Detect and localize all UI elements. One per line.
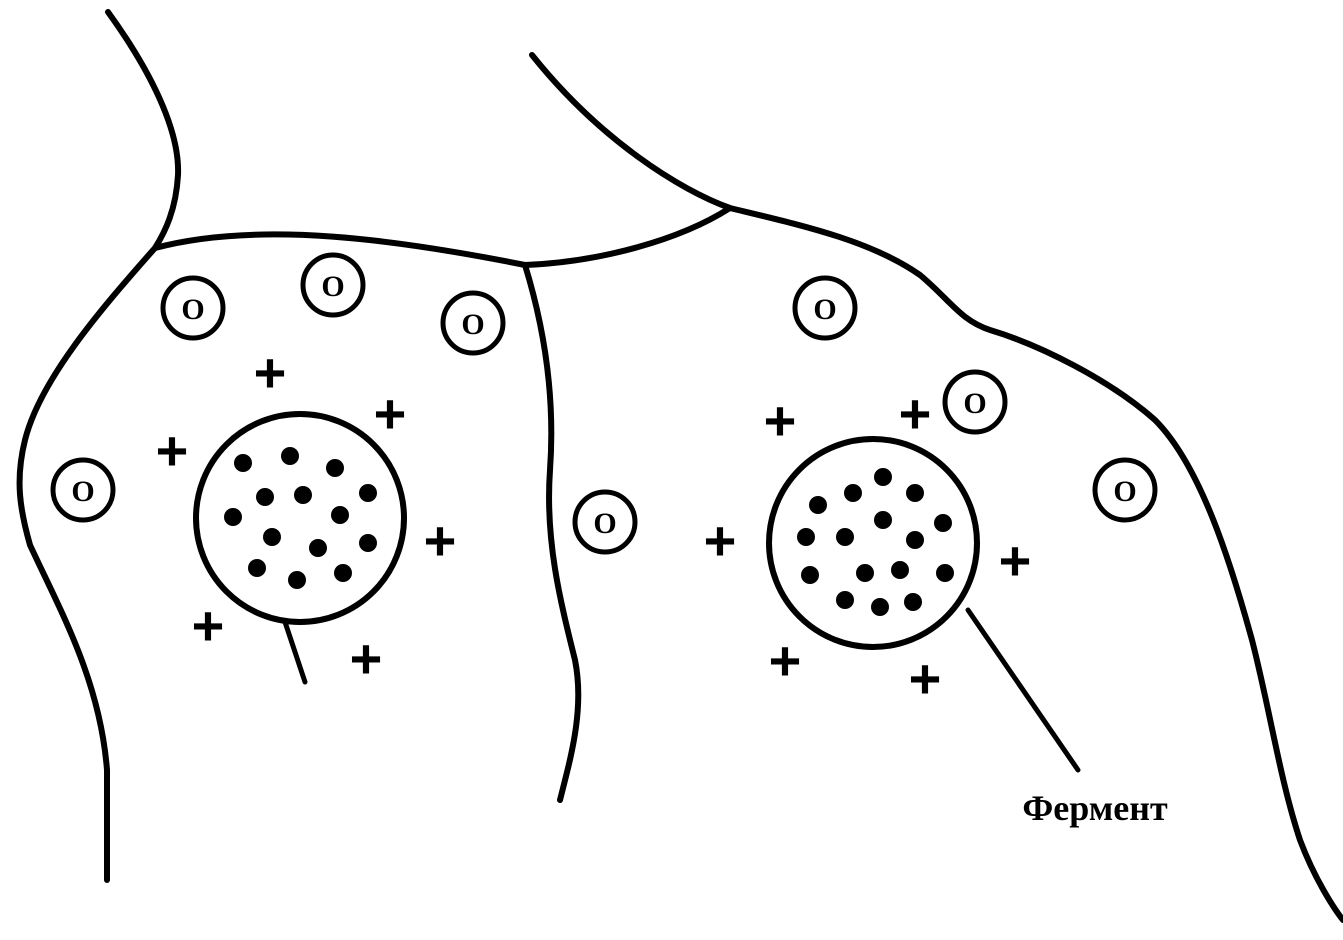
- svg-text:O: O: [593, 507, 616, 540]
- cation-marker: +: [192, 594, 225, 657]
- cation-marker: +: [254, 341, 287, 404]
- cell-divider-boundary: [525, 265, 578, 800]
- anion-marker: O: [1095, 460, 1155, 520]
- left-granule-stalk: [285, 622, 305, 682]
- cation-marker: +: [909, 647, 942, 710]
- cation-marker: +: [704, 509, 737, 572]
- cation-marker: +: [424, 509, 457, 572]
- left-cell-outer-boundary: [20, 12, 179, 880]
- cation-marker: +: [350, 627, 383, 690]
- svg-text:O: O: [813, 293, 836, 326]
- right-enzyme-granule: [769, 439, 1078, 770]
- anion-marker: O: [575, 492, 635, 552]
- left-cell: O O O O + + + + + +: [53, 255, 503, 690]
- anion-marker: O: [945, 372, 1005, 432]
- cation-marker: +: [156, 419, 189, 482]
- svg-text:O: O: [71, 475, 94, 508]
- svg-text:O: O: [321, 270, 344, 303]
- svg-text:O: O: [181, 293, 204, 326]
- svg-text:O: O: [1113, 475, 1136, 508]
- cation-marker: +: [374, 382, 407, 445]
- cation-marker: +: [999, 529, 1032, 592]
- cell-junction-top-boundary: [155, 208, 730, 265]
- anion-marker: O: [163, 278, 223, 338]
- right-cell: O O O O + + + + + +: [575, 278, 1168, 828]
- svg-text:O: O: [963, 387, 986, 420]
- enzyme-label: Фермент: [1022, 788, 1168, 828]
- cation-marker: +: [769, 629, 802, 692]
- cation-marker: +: [899, 382, 932, 445]
- anion-marker: O: [53, 460, 113, 520]
- svg-text:O: O: [461, 308, 484, 341]
- enzyme-label-leader-line: [968, 610, 1078, 770]
- anion-marker: O: [443, 293, 503, 353]
- anion-marker: O: [303, 255, 363, 315]
- cation-marker: +: [764, 389, 797, 452]
- anion-marker: O: [795, 278, 855, 338]
